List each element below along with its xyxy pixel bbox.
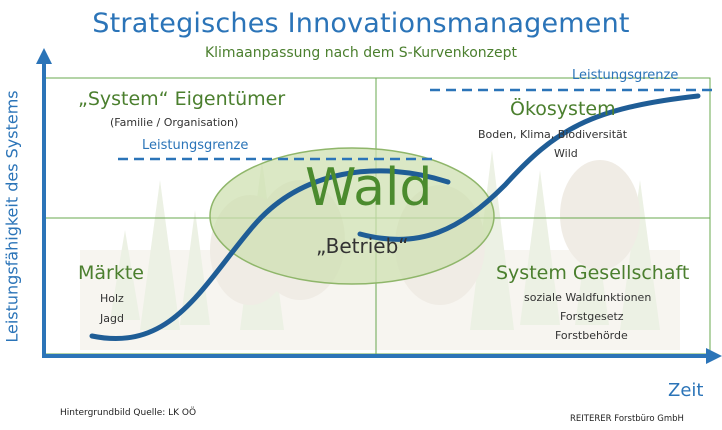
- credit-note: REITERER Forstbüro GmbH: [570, 414, 684, 424]
- quadrant-markets-line-1: Holz: [100, 292, 124, 305]
- lower-limit-label: Leistungsgrenze: [142, 138, 249, 153]
- quadrant-ecosystem-heading: Ökosystem: [510, 98, 616, 120]
- y-axis-arrow-icon: [36, 48, 52, 64]
- second-s-curve: [357, 93, 701, 242]
- quadrant-society-line-2: Forstgesetz: [560, 310, 624, 323]
- x-axis-label: Zeit: [668, 380, 704, 401]
- page-title: Strategisches Innovationsmanagement: [92, 8, 630, 39]
- quadrant-markets-heading: Märkte: [78, 262, 144, 284]
- center-heading: Wald: [305, 158, 433, 218]
- quadrant-ecosystem-line-1: Boden, Klima, Biodiversität: [478, 128, 628, 141]
- quadrant-society-heading: System Gesellschaft: [496, 262, 690, 284]
- y-axis-label: Leistungsfähigkeit des Systems: [2, 90, 22, 343]
- quadrant-markets-line-2: Jagd: [100, 312, 124, 325]
- source-note: Hintergrundbild Quelle: LK OÖ: [60, 408, 197, 418]
- quadrant-ecosystem-line-2: Wild: [554, 147, 578, 160]
- center-subheading: „Betrieb“: [316, 234, 409, 258]
- quadrant-society-line-1: soziale Waldfunktionen: [524, 291, 652, 304]
- x-axis-arrow-icon: [706, 348, 722, 364]
- first-s-curve: [89, 168, 451, 341]
- axes: [36, 48, 722, 364]
- quadrant-owner-heading: „System“ Eigentümer: [78, 88, 286, 110]
- quadrant-society-line-3: Forstbehörde: [555, 329, 628, 342]
- wald-ellipse: [209, 147, 495, 285]
- quadrant-owner-line: (Familie / Organisation): [110, 116, 239, 129]
- page-subtitle: Klimaanpassung nach dem S-Kurvenkonzept: [204, 45, 518, 61]
- upper-limit-label: Leistungsgrenze: [572, 68, 679, 83]
